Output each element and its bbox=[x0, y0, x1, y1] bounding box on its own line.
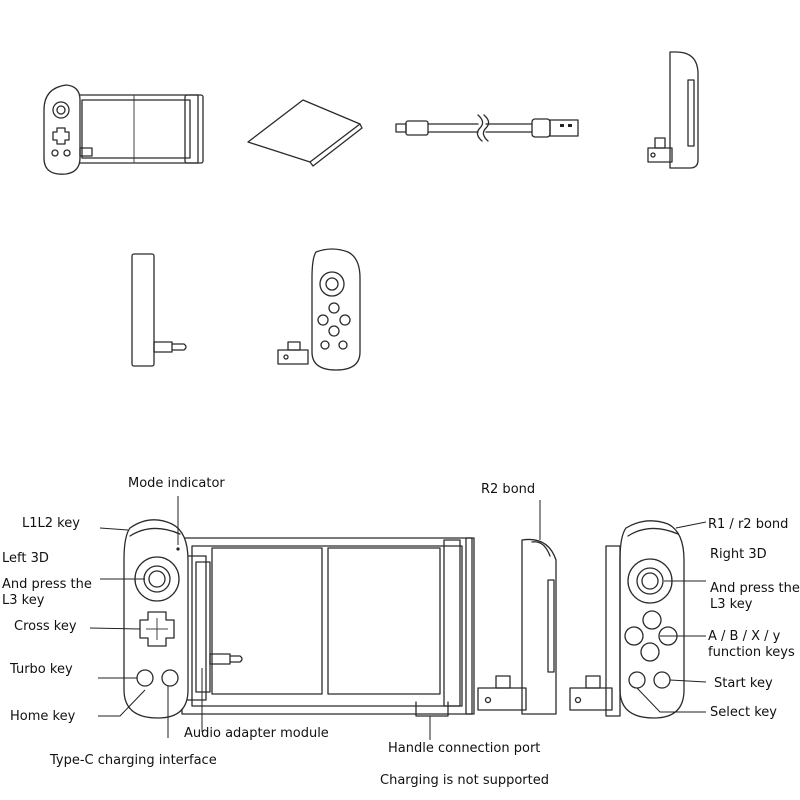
abxy-keys-label: A / B / X / y function keys bbox=[708, 629, 795, 660]
right-and-press-label: And press the L3 key bbox=[710, 581, 800, 612]
select-key-label: Select key bbox=[710, 705, 777, 720]
left-and-press-label: And press the L3 key bbox=[2, 577, 92, 608]
charging-not-supported-label: Charging is not supported bbox=[380, 773, 549, 788]
connector-handle-icon bbox=[647, 51, 699, 169]
manual-booklet-icon bbox=[247, 99, 363, 167]
r2-bond-label: R2 bond bbox=[481, 482, 536, 497]
usb-cable-icon bbox=[395, 114, 579, 142]
mode-indicator-label: Mode indicator bbox=[128, 476, 225, 491]
handle-connection-port-label: Handle connection port bbox=[388, 741, 541, 756]
r1-r2-bond-label: R1 / r2 bond bbox=[708, 517, 789, 532]
controller-assembled-icon bbox=[43, 84, 204, 175]
main-controller-drawing bbox=[181, 537, 475, 717]
right-controller-main bbox=[569, 520, 685, 719]
audio-adapter-icon bbox=[131, 253, 187, 367]
audio-adapter-module-label: Audio adapter module bbox=[184, 726, 329, 741]
leader-lines bbox=[89, 496, 707, 740]
right-3d-label: Right 3D bbox=[710, 547, 767, 562]
left-3d-label: Left 3D bbox=[2, 551, 49, 566]
turbo-key-label: Turbo key bbox=[10, 662, 73, 677]
l1l2-key-label: L1L2 key bbox=[22, 516, 80, 531]
cross-key-label: Cross key bbox=[14, 619, 77, 634]
left-controller-drawing bbox=[123, 519, 189, 719]
right-controller-icon bbox=[277, 248, 361, 371]
type-c-interface-label: Type-C charging interface bbox=[50, 753, 217, 768]
start-key-label: Start key bbox=[714, 676, 773, 691]
home-key-label: Home key bbox=[10, 709, 76, 724]
side-view-drawing bbox=[477, 538, 557, 715]
